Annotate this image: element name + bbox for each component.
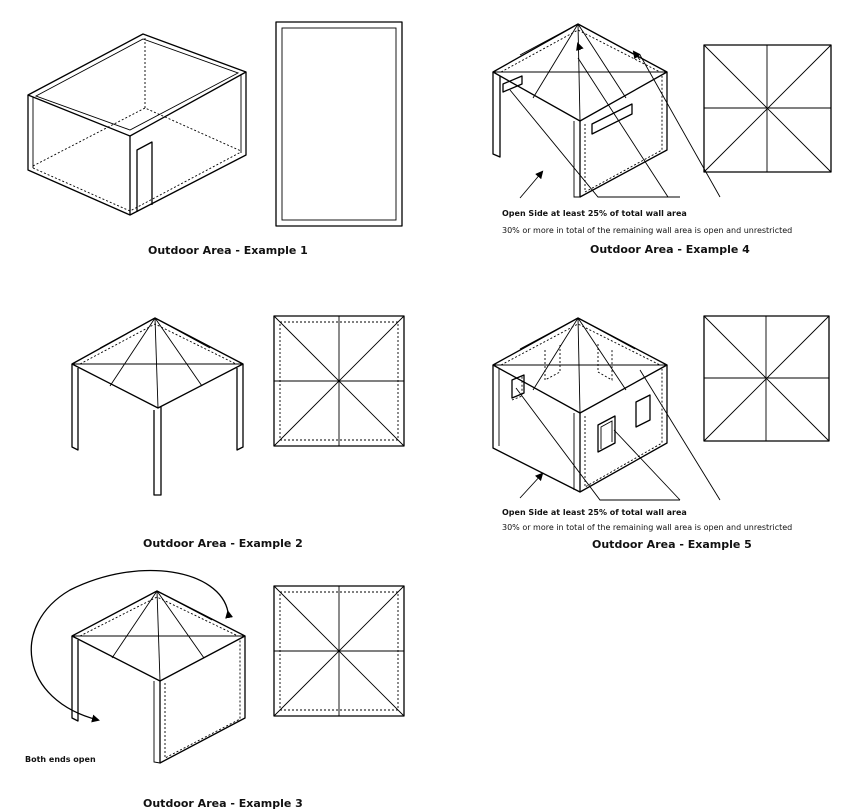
example-5-caption: Outdoor Area - Example 5 — [592, 538, 752, 551]
example-5-plan-view — [703, 315, 830, 442]
example-3-isometric-canopy — [30, 569, 246, 764]
example-3-plan-view — [273, 585, 405, 717]
example-5-open-side-label: Open Side at least 25% of total wall are… — [502, 508, 687, 517]
example-3-caption: Outdoor Area - Example 3 — [143, 797, 303, 810]
example-2-caption: Outdoor Area - Example 2 — [143, 537, 303, 550]
example-5-isometric-structure — [492, 317, 721, 501]
example-4-remaining-label: 30% or more in total of the remaining wa… — [502, 226, 793, 235]
example-2-plan-view — [273, 315, 405, 447]
example-5-remaining-label: 30% or more in total of the remaining wa… — [502, 523, 793, 532]
example-3-both-ends-label: Both ends open — [25, 755, 96, 764]
example-1-isometric-box — [27, 33, 247, 216]
example-4-caption: Outdoor Area - Example 4 — [590, 243, 750, 256]
example-1-caption: Outdoor Area - Example 1 — [148, 244, 308, 257]
example-1-plan-view — [275, 21, 403, 227]
example-2-isometric-canopy — [71, 317, 244, 496]
example-4-plan-view — [703, 44, 832, 173]
example-4-isometric-structure — [492, 23, 721, 199]
example-4-open-side-label: Open Side at least 25% of total wall are… — [502, 209, 687, 218]
